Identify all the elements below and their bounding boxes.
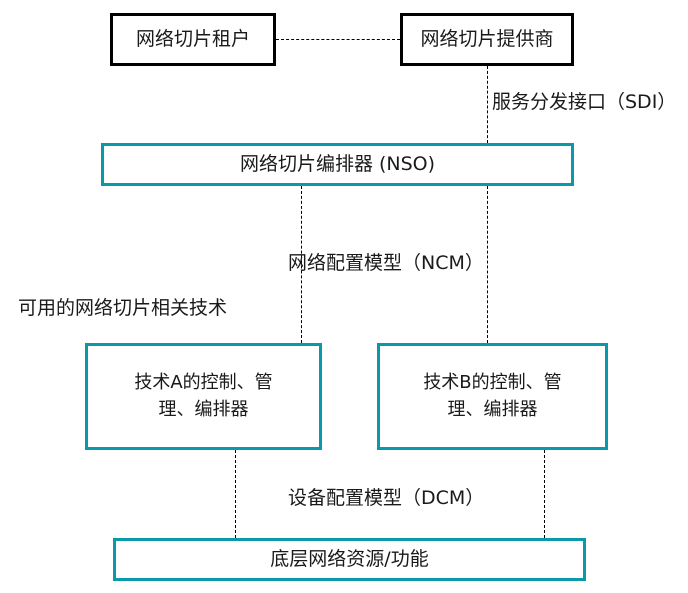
connector-tenant-to-provider — [276, 39, 400, 40]
node-label-tech-b: 技术B的控制、管理、编排器 — [423, 372, 562, 420]
node-label-provider: 网络切片提供商 — [420, 27, 554, 50]
connector-tech-b-to-resources — [544, 450, 545, 538]
node-label-tenant: 网络切片租户 — [135, 27, 250, 50]
node-label-tech-a: 技术A的控制、管理、编排器 — [134, 372, 273, 420]
connector-tech-a-to-resources — [235, 450, 236, 538]
node-technology-a-controller[interactable]: 技术A的控制、管理、编排器 — [85, 343, 322, 450]
node-network-slice-orchestrator[interactable]: 网络切片编排器 (NSO) — [101, 143, 574, 186]
node-underlying-network-resources[interactable]: 底层网络资源/功能 — [113, 538, 586, 581]
node-network-slice-provider[interactable]: 网络切片提供商 — [400, 13, 574, 66]
node-label-nso: 网络切片编排器 (NSO) — [239, 152, 436, 175]
connector-nso-to-tech-b — [487, 186, 488, 343]
node-network-slice-tenant[interactable]: 网络切片租户 — [110, 13, 276, 66]
interface-label-ncm: 网络配置模型（NCM） — [288, 252, 484, 274]
interface-label-dcm: 设备配置模型（DCM） — [288, 487, 485, 509]
connector-nso-to-tech-a — [301, 186, 302, 343]
interface-label-sdi: 服务分发接口（SDI） — [492, 91, 677, 113]
connector-provider-to-nso — [487, 66, 488, 143]
node-label-resources: 底层网络资源/功能 — [270, 547, 429, 570]
node-technology-b-controller[interactable]: 技术B的控制、管理、编排器 — [377, 343, 608, 450]
annotation-available-technologies: 可用的网络切片相关技术 — [18, 297, 228, 319]
